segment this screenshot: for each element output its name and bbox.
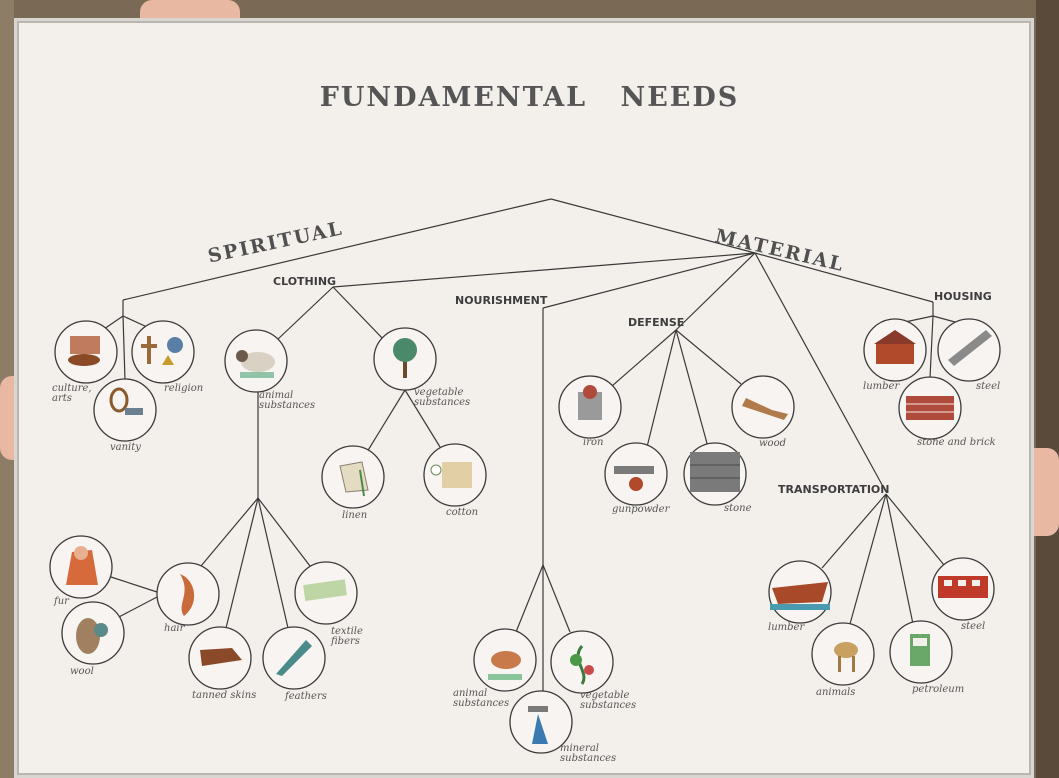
water-tap-icon bbox=[509, 690, 573, 754]
caption-culture: culture, arts bbox=[52, 384, 92, 404]
caption-lumber-housing: lumber bbox=[863, 381, 900, 392]
caption-tanned-skins: tanned skins bbox=[192, 690, 257, 701]
caption-vegetable-substances-food: vegetable substances bbox=[580, 690, 637, 711]
caption-vegetable-substances-clothing: vegetable substances bbox=[414, 387, 471, 408]
caption-stone: stone bbox=[724, 503, 752, 514]
caption-gunpowder: gunpowder bbox=[612, 504, 670, 515]
icon-drawings bbox=[66, 330, 992, 744]
category-label-nourishment: NOURISHMENT bbox=[455, 294, 548, 307]
caption-religion: religion bbox=[164, 383, 204, 394]
caption-animals: animals bbox=[816, 687, 856, 698]
caption-culture-line: culture, arts bbox=[52, 383, 92, 404]
caption-vanity: vanity bbox=[110, 442, 141, 453]
category-label-defense: DEFENSE bbox=[628, 316, 685, 329]
caption-animal-substances-clothing: animal substances bbox=[259, 390, 316, 411]
caption-steel-transport: steel bbox=[961, 621, 986, 632]
connector-material bbox=[550, 198, 756, 254]
caption-mineral-substances-food: mineral substances bbox=[560, 743, 617, 764]
chart-title: FUNDAMENTAL NEEDS bbox=[319, 82, 740, 113]
caption-steel-housing: steel bbox=[976, 381, 1001, 392]
caption-cotton: cotton bbox=[446, 507, 479, 518]
category-label-transportation: TRANSPORTATION bbox=[778, 483, 890, 496]
caption-textile-fibers: textile fibers bbox=[331, 626, 363, 647]
caption-feathers: feathers bbox=[285, 691, 327, 702]
caption-lumber-transport: lumber bbox=[768, 622, 805, 633]
caption-petroleum: petroleum bbox=[912, 684, 965, 695]
caption-fur: fur bbox=[54, 596, 69, 607]
caption-linen: linen bbox=[342, 510, 368, 521]
category-label-housing: HOUSING bbox=[934, 290, 992, 303]
caption-stone-and-brick: stone and brick bbox=[917, 437, 996, 448]
category-label-clothing: CLOTHING bbox=[273, 275, 337, 288]
caption-wool: wool bbox=[70, 666, 94, 677]
caption-wood: wood bbox=[759, 438, 787, 449]
caption-hair: hair bbox=[164, 623, 185, 634]
vegetable-plant-icon bbox=[550, 630, 614, 694]
caption-iron: iron bbox=[583, 437, 604, 448]
religious-symbols-icon bbox=[131, 320, 195, 384]
connector-spiritual bbox=[122, 198, 552, 301]
caption-animal-substances-food: animal substances bbox=[453, 688, 510, 709]
